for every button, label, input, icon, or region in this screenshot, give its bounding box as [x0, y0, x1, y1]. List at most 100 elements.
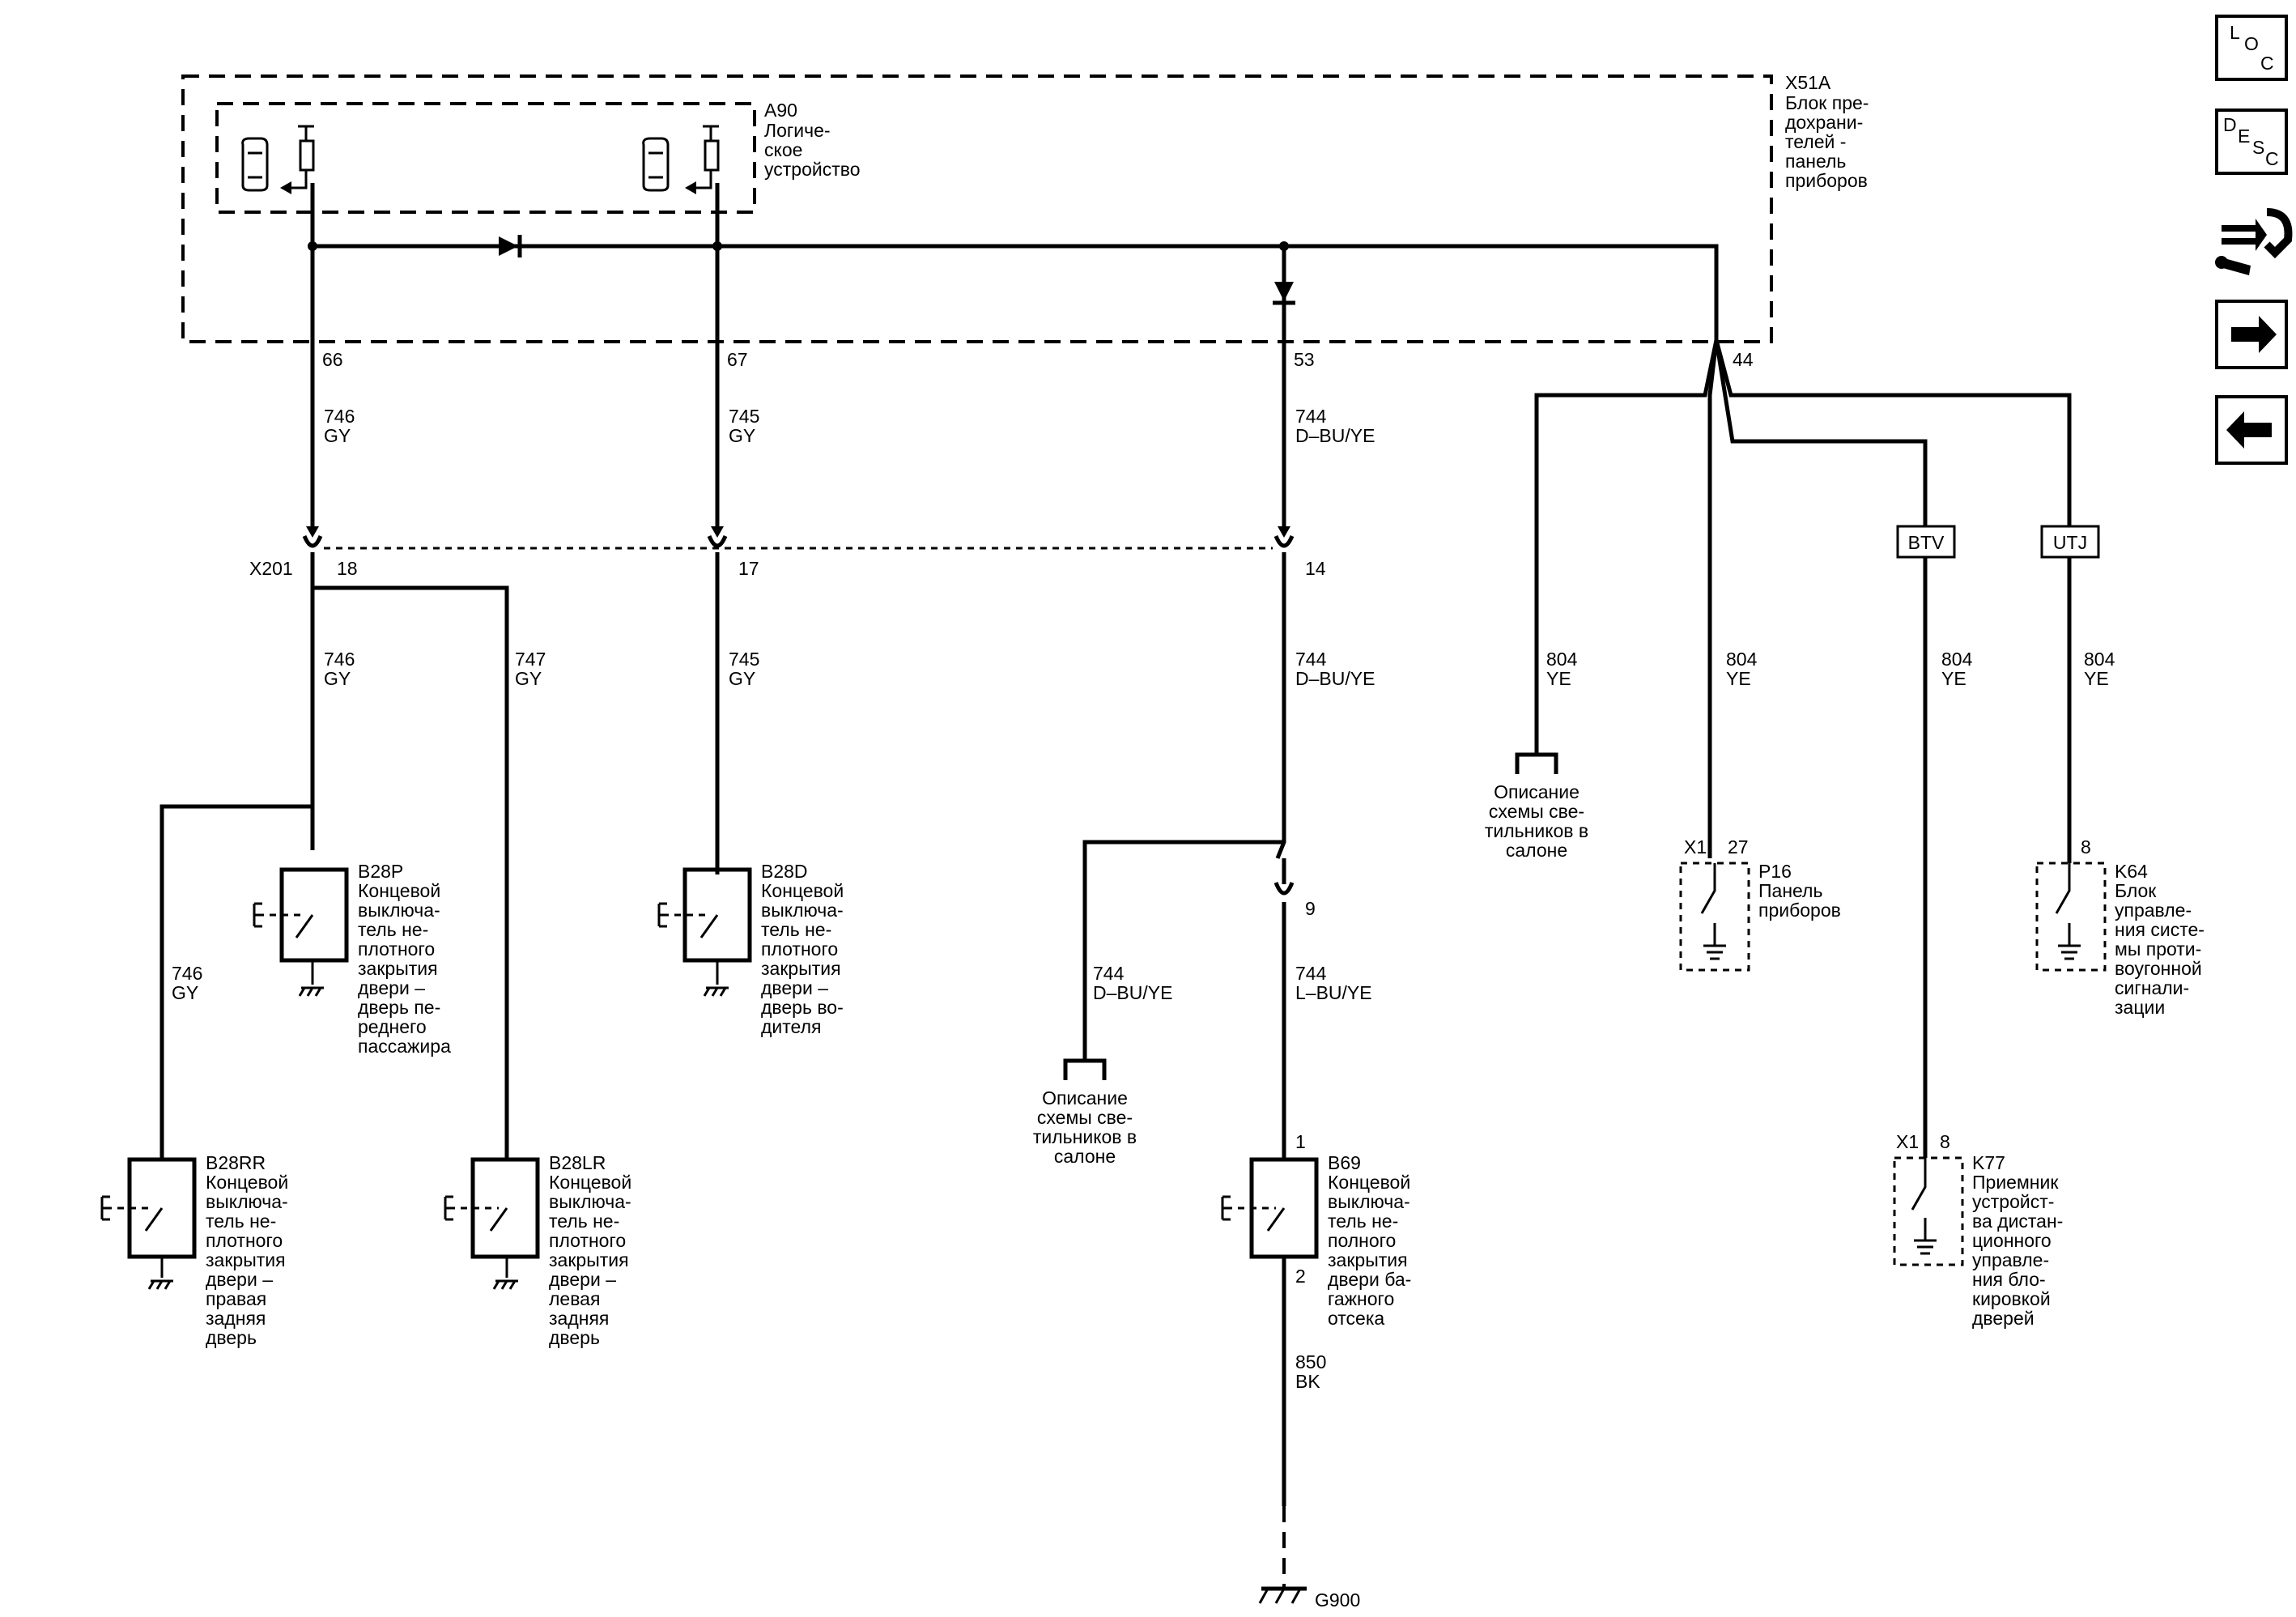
svg-text:804: 804 [2084, 649, 2115, 670]
a90-description: Логиче- ское устройство [764, 120, 861, 180]
x201-pin-18: 18 [337, 558, 358, 579]
wiring-tool-icon[interactable] [2215, 208, 2293, 275]
svg-text:выключа-: выключа- [1328, 1191, 1410, 1212]
svg-text:тель не-: тель не- [206, 1211, 276, 1232]
x201-pin-14: 14 [1305, 558, 1326, 579]
svg-text:тильников в: тильников в [1485, 820, 1588, 841]
svg-text:дверь: дверь [206, 1327, 257, 1348]
svg-text:выключа-: выключа- [358, 900, 440, 921]
svg-text:744: 744 [1295, 963, 1327, 984]
svg-text:задняя: задняя [549, 1308, 609, 1329]
svg-text:BK: BK [1295, 1371, 1320, 1392]
x51a-ref: X51A [1785, 72, 1831, 93]
svg-text:плотного: плотного [358, 938, 435, 960]
svg-text:YE: YE [1726, 668, 1751, 689]
desc-button[interactable]: D E S C [2215, 109, 2288, 175]
svg-text:745: 745 [729, 406, 759, 427]
pin-9: 9 [1305, 898, 1316, 919]
svg-text:закрытия: закрытия [1328, 1249, 1408, 1270]
svg-text:D: D [2223, 114, 2237, 135]
x201-ref: X201 [249, 558, 293, 579]
k77-conn: X1 [1896, 1131, 1919, 1152]
svg-text:плотного: плотного [549, 1230, 626, 1251]
svg-text:двери –: двери – [206, 1269, 273, 1290]
svg-text:E: E [2238, 126, 2250, 147]
ground-icon [1258, 1586, 1307, 1604]
svg-text:закрытия: закрытия [549, 1249, 629, 1270]
internal-bus [313, 244, 1719, 340]
svg-text:Описание: Описание [1494, 781, 1580, 802]
svg-text:C: C [2265, 148, 2279, 169]
b28d-description: Концевой выключа- тель не- плотного закр… [761, 880, 844, 1037]
svg-text:YE: YE [2084, 668, 2109, 689]
svg-text:744: 744 [1295, 649, 1327, 670]
splice-btv: BTV [1908, 532, 1945, 553]
svg-text:тель не-: тель не- [761, 919, 831, 940]
svg-text:схемы све-: схемы све- [1037, 1107, 1133, 1128]
svg-text:747: 747 [515, 649, 546, 670]
svg-text:746: 746 [172, 963, 202, 984]
svg-text:устройство: устройство [764, 159, 861, 180]
switch-b69 [1221, 1157, 1319, 1259]
svg-text:Блок пре-: Блок пре- [1785, 92, 1869, 113]
loc-button[interactable]: L O C [2215, 15, 2288, 81]
svg-text:Концевой: Концевой [549, 1172, 631, 1193]
svg-text:746: 746 [324, 406, 355, 427]
svg-text:O: O [2244, 33, 2259, 54]
switch-b28p [253, 867, 349, 997]
svg-text:плотного: плотного [206, 1230, 283, 1251]
p16-conn: X1 [1684, 836, 1707, 857]
lighting-ref-text-2: Описание схемы све- тильников в салоне [1485, 781, 1588, 861]
pin-53: 53 [1294, 349, 1315, 370]
b28rr-description: Концевой выключа- тель не- плотного закр… [206, 1172, 288, 1348]
svg-text:дохрани-: дохрани- [1785, 112, 1863, 133]
svg-text:управле-: управле- [1972, 1249, 2049, 1270]
k77-description: Приемник устройст- ва дистан- ционного у… [1972, 1172, 2063, 1329]
b69-pin-2: 2 [1295, 1266, 1306, 1287]
svg-text:выключа-: выключа- [549, 1191, 631, 1212]
svg-text:GY: GY [515, 668, 542, 689]
svg-text:дителя: дителя [761, 1016, 821, 1037]
switch-b28rr [100, 1157, 197, 1290]
next-button[interactable] [2215, 300, 2288, 369]
svg-text:YE: YE [1546, 668, 1571, 689]
svg-text:задняя: задняя [206, 1308, 266, 1329]
svg-text:804: 804 [1726, 649, 1758, 670]
svg-text:салоне: салоне [1506, 840, 1567, 861]
svg-text:дверь пе-: дверь пе- [358, 997, 440, 1018]
splice-utj: UTJ [2053, 532, 2087, 553]
p16-description: Панель приборов [1758, 880, 1841, 921]
svg-text:закрытия: закрытия [358, 958, 438, 979]
x51a-outline [181, 74, 1773, 343]
svg-text:тель не-: тель не- [358, 919, 428, 940]
k77-ref: K77 [1972, 1152, 2005, 1173]
arrow-left-icon [2226, 411, 2272, 449]
switch-b28lr [444, 1157, 540, 1290]
svg-text:закрытия: закрытия [761, 958, 841, 979]
svg-text:закрытия: закрытия [206, 1249, 286, 1270]
svg-text:GY: GY [729, 668, 755, 689]
svg-text:двери –: двери – [549, 1269, 616, 1290]
diode-icon [499, 235, 522, 257]
p16-pin: 27 [1728, 836, 1749, 857]
svg-text:Концевой: Концевой [358, 880, 440, 901]
svg-text:правая: правая [206, 1288, 266, 1309]
k64-pin: 8 [2081, 836, 2091, 857]
svg-text:зации: зации [2115, 997, 2165, 1018]
svg-text:GY: GY [324, 668, 351, 689]
pin-67: 67 [727, 349, 748, 370]
svg-text:L–BU/YE: L–BU/YE [1295, 982, 1372, 1003]
k64-description: Блок управле- ния систе- мы проти- воуго… [2115, 880, 2205, 1018]
back-button[interactable] [2215, 395, 2288, 465]
pin-44: 44 [1733, 349, 1754, 370]
svg-text:двери ба-: двери ба- [1328, 1269, 1411, 1290]
svg-text:салоне: салоне [1054, 1146, 1116, 1167]
svg-text:выключа-: выключа- [206, 1191, 288, 1212]
svg-text:мы проти-: мы проти- [2115, 938, 2201, 960]
svg-text:YE: YE [1941, 668, 1966, 689]
